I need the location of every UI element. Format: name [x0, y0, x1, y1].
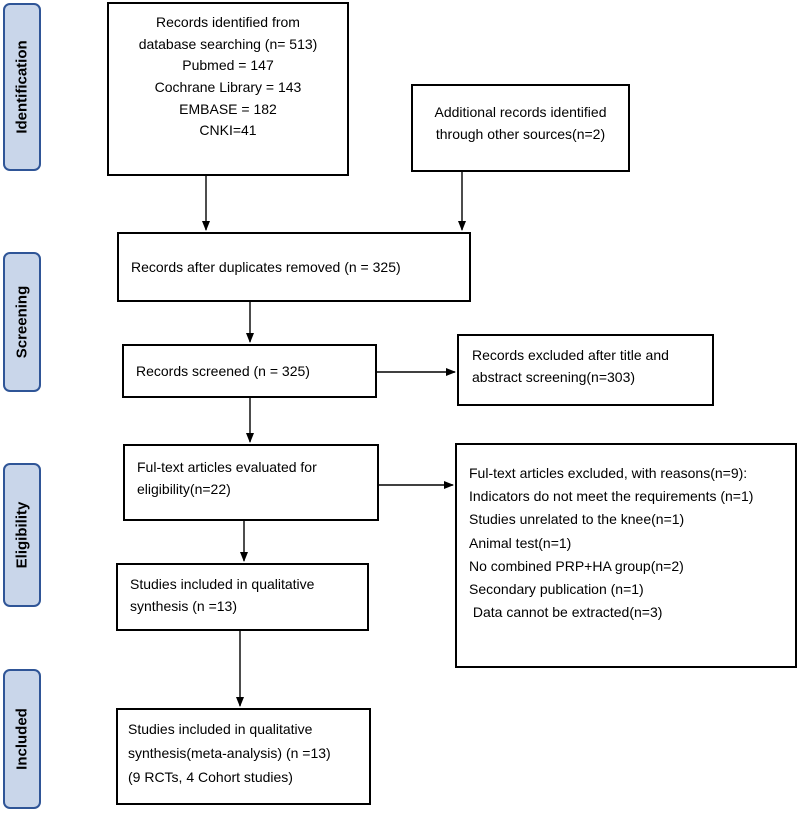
box-records-screened: Records screened (n = 325) — [122, 344, 377, 398]
db-search-line-1: Records identified from — [156, 14, 300, 30]
duplicates-removed-line-1: Records after duplicates removed (n = 32… — [131, 259, 401, 275]
box-fulltext-evaluated: Ful-text articles evaluated for eligibil… — [123, 444, 379, 521]
meta-analysis-line-3: (9 RCTs, 4 Cohort studies) — [128, 768, 293, 785]
meta-analysis-line-1: Studies included in qualitative — [128, 721, 313, 737]
db-search-line-6: CNKI=41 — [199, 122, 257, 139]
box-fulltext-excluded: Ful-text articles excluded, with reasons… — [455, 443, 797, 668]
db-search-line-5: EMBASE = 182 — [179, 100, 277, 117]
records-screened-line-1: Records screened (n = 325) — [136, 363, 310, 379]
other-sources-line-1: Additional records identified — [434, 104, 607, 120]
db-search-line-3: Pubmed = 147 — [182, 57, 274, 74]
fulltext-excluded-line-3: Studies unrelated to the knee(n=1) — [469, 511, 685, 528]
phase-screening: Screening — [3, 252, 41, 392]
box-other-sources: Additional records identified through ot… — [411, 84, 630, 172]
phase-identification: Identification — [3, 3, 41, 171]
db-search-line-2: database searching (n= 513) — [138, 35, 318, 52]
fulltext-excluded-line-5: No combined PRP+HA group(n=2) — [469, 557, 684, 574]
db-search-line-4: Cochrane Library = 143 — [154, 79, 302, 96]
phase-eligibility: Eligibility — [3, 463, 41, 607]
box-qualitative-synthesis: Studies included in qualitative synthesi… — [116, 563, 369, 631]
fulltext-excluded-line-6: Secondary publication (n=1) — [469, 581, 644, 598]
box-meta-analysis: Studies included in qualitative synthesi… — [116, 708, 371, 805]
meta-analysis-line-2: synthesis(meta-analysis) (n =13) — [128, 744, 331, 761]
excluded-title-abstract-line-2: abstract screening(n=303) — [472, 368, 636, 385]
box-database-search: Records identified from database searchi… — [107, 2, 349, 176]
qualitative-line-2: synthesis (n =13) — [130, 597, 237, 614]
excluded-title-abstract-line-1: Records excluded after title and — [472, 347, 669, 363]
qualitative-line-1: Studies included in qualitative — [130, 576, 315, 592]
fulltext-excluded-line-2: Indicators do not meet the requirements … — [469, 488, 754, 505]
fulltext-excluded-line-1: Ful-text articles excluded, with reasons… — [469, 465, 748, 481]
phase-included: Included — [3, 669, 41, 809]
box-excluded-title-abstract: Records excluded after title and abstrac… — [457, 334, 714, 406]
fulltext-evaluated-line-1: Ful-text articles evaluated for — [137, 459, 317, 475]
box-duplicates-removed: Records after duplicates removed (n = 32… — [117, 232, 471, 302]
fulltext-excluded-line-7: Data cannot be extracted(n=3) — [469, 604, 663, 621]
other-sources-line-2: through other sources(n=2) — [435, 125, 606, 142]
fulltext-excluded-line-4: Animal test(n=1) — [469, 534, 572, 551]
fulltext-evaluated-line-2: eligibility(n=22) — [137, 480, 231, 497]
